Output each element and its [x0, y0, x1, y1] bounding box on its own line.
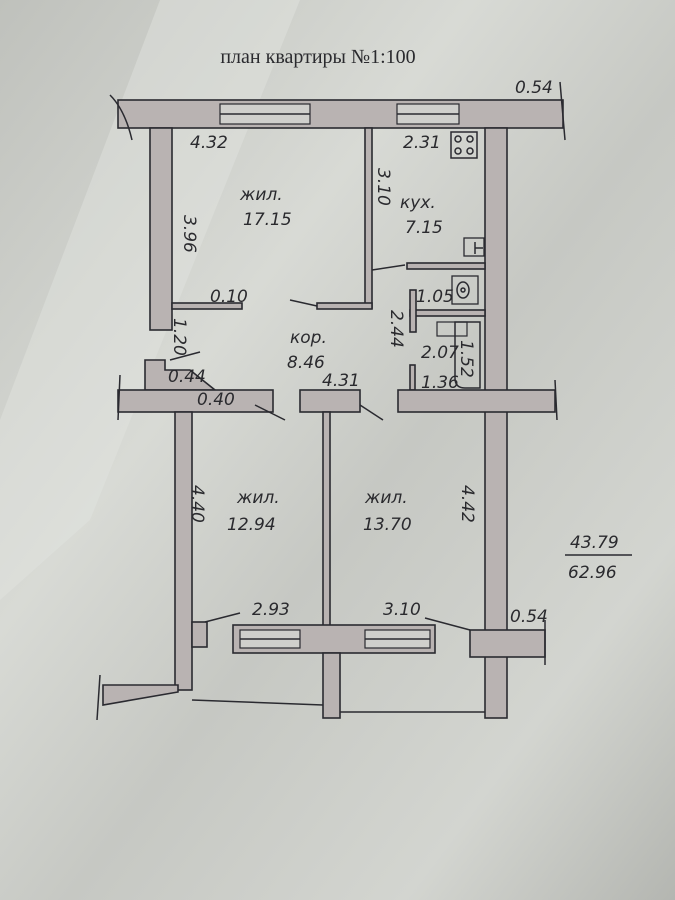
dim-bottom-wall: 0.54 — [510, 607, 548, 627]
room-living3-type: жил. — [364, 488, 408, 508]
total-living-area: 43.79 — [570, 533, 619, 553]
wall-segment — [409, 309, 486, 317]
dim-bath-area: 2.07 — [421, 343, 459, 363]
right-wall — [484, 127, 508, 719]
left-wall-upper — [149, 127, 173, 331]
wall-segment — [171, 302, 243, 310]
dim-living3-depth: 4.42 — [457, 485, 477, 523]
room-living1-area: 17.15 — [243, 210, 292, 230]
middle-wall-left — [117, 389, 274, 413]
dim-kitchen-width: 2.31 — [403, 133, 441, 153]
partition — [364, 127, 373, 309]
wall-segment — [191, 621, 208, 648]
partition-lower — [322, 411, 331, 628]
dim-living1-niche: 0.10 — [210, 287, 248, 307]
wall-segment — [409, 364, 416, 391]
door-swing — [169, 351, 201, 361]
wall-segment — [316, 302, 373, 310]
dim-bath-depth: 2.44 — [386, 310, 406, 348]
middle-wall-right — [397, 389, 556, 413]
dim-living2-depth: 4.40 — [187, 485, 207, 523]
labels: 0.54 4.32 2.31 3.96 жил. 17.15 3.10 кух.… — [168, 78, 632, 631]
dim-living3-width: 3.10 — [383, 600, 421, 620]
room-corridor-area: 8.46 — [287, 353, 325, 373]
room-living2-type: жил. — [236, 488, 280, 508]
stove-icon — [450, 131, 478, 159]
wall-segment — [409, 289, 417, 333]
dim-closet-area: 0.40 — [197, 390, 235, 410]
top-wall — [117, 99, 564, 129]
plan-title: план квартиры №1:100 — [220, 46, 415, 68]
sink-icon — [463, 237, 485, 257]
door-swing — [371, 264, 406, 271]
dim-toilet: 1.05 — [416, 287, 454, 307]
wall-segment — [406, 262, 486, 270]
room-kitchen-type: кух. — [400, 193, 436, 213]
dim-living1-depth: 3.96 — [179, 215, 199, 253]
dim-living2-width: 2.93 — [252, 600, 290, 620]
walls — [96, 81, 566, 721]
dim-bath-width: 1.36 — [421, 373, 459, 393]
dim-top-wall: 0.54 — [515, 78, 553, 98]
room-living1-type: жил. — [239, 185, 283, 205]
total-area: 62.96 — [568, 563, 617, 583]
toilet-icon — [451, 275, 479, 305]
balcony-wall-left — [102, 684, 179, 706]
balcony-pier — [469, 629, 546, 658]
room-kitchen-area: 7.15 — [405, 218, 443, 238]
room-living3-area: 13.70 — [363, 515, 412, 535]
bathtub-icon — [436, 321, 481, 389]
balcony-divider — [322, 652, 341, 719]
room-corridor-type: кор. — [290, 328, 327, 348]
dim-bath-length: 1.52 — [456, 340, 476, 378]
dim-corridor-length: 4.31 — [322, 371, 360, 391]
left-wall-lower — [174, 411, 193, 691]
dim-kitchen-depth: 3.10 — [373, 168, 393, 206]
dim-closet: 0.44 — [168, 367, 206, 387]
middle-wall-center — [299, 389, 361, 413]
room-living2-area: 12.94 — [227, 515, 276, 535]
dim-living1-width: 4.32 — [190, 133, 228, 153]
dim-corridor-side: 1.20 — [169, 318, 189, 356]
door-swing — [289, 299, 318, 307]
